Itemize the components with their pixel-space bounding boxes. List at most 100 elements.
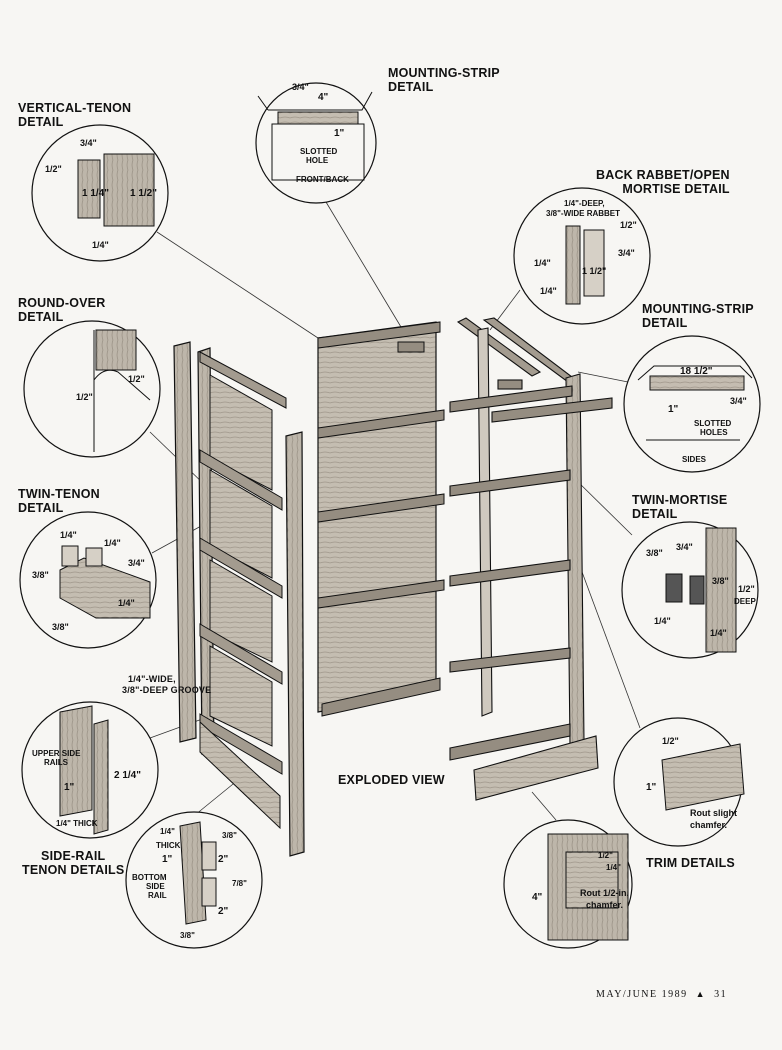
- rear-stile: [173, 341, 197, 743]
- detail-sketches: [59, 91, 753, 941]
- rail: [199, 623, 283, 685]
- ms-r-hole-1: SLOTTED: [694, 419, 732, 428]
- trim2-b: 1/2": [598, 851, 613, 860]
- footer-page-number: 31: [714, 989, 728, 1000]
- dimension-labels: 3/4" 4" 1" SLOTTED HOLE FRONT/BACK 3/4" …: [32, 82, 756, 940]
- label-line: SIDE-RAIL: [41, 849, 106, 863]
- vt-b: 1/2": [45, 164, 62, 174]
- label-line: TENON DETAILS: [22, 863, 125, 877]
- label-mounting-strip-right: MOUNTING-STRIP DETAIL: [642, 302, 754, 330]
- triangle-marker-icon: ▲: [695, 989, 707, 999]
- vt-a: 3/4": [80, 138, 97, 148]
- rail: [199, 449, 283, 511]
- back-panel-assembly: [317, 321, 445, 717]
- ro-a: 1/2": [128, 374, 145, 384]
- trim2-note-1: Rout 1/2-in.: [580, 888, 629, 898]
- label-line: DETAIL: [18, 115, 64, 129]
- label-vertical-tenon: VERTICAL-TENON DETAIL: [18, 101, 131, 129]
- sr2-bottom-1: BOTTOM: [132, 873, 167, 882]
- ms-r-hole-2: HOLES: [700, 428, 728, 437]
- vt-e: 1/4": [92, 240, 109, 250]
- tm-f: 1/4": [710, 628, 727, 638]
- ms-top-c: 1": [334, 128, 345, 139]
- sr-upper-2: RAILS: [44, 758, 69, 767]
- rail: [199, 537, 283, 599]
- tt-d: 3/8": [32, 570, 49, 580]
- mounting-strip-top-circle: [255, 82, 377, 204]
- sr-upper-1: UPPER SIDE: [32, 749, 81, 758]
- sr2-thick: THICK: [156, 841, 181, 850]
- label-line: 1/4"-WIDE,: [128, 674, 176, 684]
- sr2-f: 2": [218, 906, 229, 917]
- label-line: TRIM DETAILS: [646, 856, 735, 870]
- sr2-d: 2": [218, 854, 229, 865]
- tt-b: 1/4": [104, 538, 121, 548]
- tm-deep: DEEP: [734, 597, 756, 606]
- label-twin-tenon: TWIN-TENON DETAIL: [18, 487, 100, 515]
- sr2-bottom-2: SIDE: [146, 882, 165, 891]
- trim2-c: 1/4": [606, 863, 621, 872]
- label-line: DETAIL: [18, 310, 64, 324]
- footer-issue: MAY/JUNE 1989: [596, 989, 688, 1000]
- label-twin-mortise: TWIN-MORTISE DETAIL: [632, 493, 727, 521]
- rail: [199, 351, 287, 409]
- label-line: TWIN-MORTISE: [632, 493, 728, 507]
- sr-a: 2 1/4": [114, 770, 141, 781]
- br-a-1: 1/4"-DEEP,: [564, 199, 605, 208]
- carcase-frame: [449, 317, 613, 801]
- ms-r-face: SIDES: [682, 455, 707, 464]
- tm-a: 3/8": [646, 548, 663, 558]
- label-mounting-strip-top: MOUNTING-STRIP DETAIL: [388, 66, 500, 94]
- label-line: DETAIL: [388, 80, 434, 94]
- ms-r-a: 18 1/2": [680, 366, 713, 377]
- tm-e: 1/4": [654, 616, 671, 626]
- tm-b: 3/4": [676, 542, 693, 552]
- trim1-note-2: chamfer.: [690, 820, 727, 830]
- tm-c: 3/8": [712, 576, 729, 586]
- trim2-a: 4": [532, 892, 543, 903]
- br-c: 3/4": [618, 248, 635, 258]
- ms-top-face: FRONT/BACK: [296, 175, 349, 184]
- ms-top-hole-1: SLOTTED: [300, 147, 338, 156]
- sr2-g: 3/8": [180, 931, 195, 940]
- label-round-over: ROUND-OVER DETAIL: [18, 296, 105, 324]
- label-line: MOUNTING-STRIP: [642, 302, 754, 316]
- br-a-2: 3/8"-WIDE RABBET: [546, 209, 620, 218]
- tt-e: 1/4": [118, 598, 135, 608]
- label-line: ROUND-OVER: [18, 296, 106, 310]
- label-exploded-view: EXPLODED VIEW: [338, 773, 445, 787]
- vt-d: 1 1/2": [130, 188, 157, 199]
- label-back-rabbet: BACK RABBET/OPEN MORTISE DETAIL: [596, 168, 730, 196]
- sr2-bottom-3: RAIL: [148, 891, 167, 900]
- label-side-rail: SIDE-RAIL TENON DETAILS: [22, 849, 124, 877]
- mounting-strip-right-circle: [623, 335, 761, 473]
- label-groove-note: 1/4"-WIDE, 3/8"-DEEP GROOVE: [122, 674, 211, 696]
- br-e: 1 1/2": [582, 266, 606, 276]
- br-b: 1/2": [620, 220, 637, 230]
- trim-piece: [473, 735, 599, 801]
- page-footer: MAY/JUNE 1989 ▲ 31: [596, 989, 727, 1000]
- sr2-b: 1": [162, 854, 173, 865]
- detached-stile: [285, 431, 305, 857]
- label-line: BACK RABBET/OPEN: [596, 168, 730, 182]
- side-frame-assembly: [173, 341, 305, 857]
- ms-r-b: 3/4": [730, 396, 747, 406]
- trim2-note-2: chamfer.: [586, 900, 623, 910]
- label-line: VERTICAL-TENON: [18, 101, 132, 115]
- label-line: EXPLODED VIEW: [338, 773, 445, 787]
- ro-b: 1/2": [76, 392, 93, 402]
- label-line: MOUNTING-STRIP: [388, 66, 500, 80]
- ms-top-hole-2: HOLE: [306, 156, 329, 165]
- sr-b: 1": [64, 782, 75, 793]
- rail: [199, 720, 281, 830]
- label-line: TWIN-TENON: [18, 487, 100, 501]
- sr-thick: 1/4" THICK: [56, 819, 98, 828]
- br-d: 1/4": [534, 258, 551, 268]
- vt-c: 1 1/4": [82, 188, 109, 199]
- sr2-a: 1/4": [160, 827, 175, 836]
- label-line: DETAIL: [642, 316, 688, 330]
- sr2-e: 7/8": [232, 879, 247, 888]
- back-rabbet-circle: [513, 187, 651, 325]
- tm-d: 1/2": [738, 584, 755, 594]
